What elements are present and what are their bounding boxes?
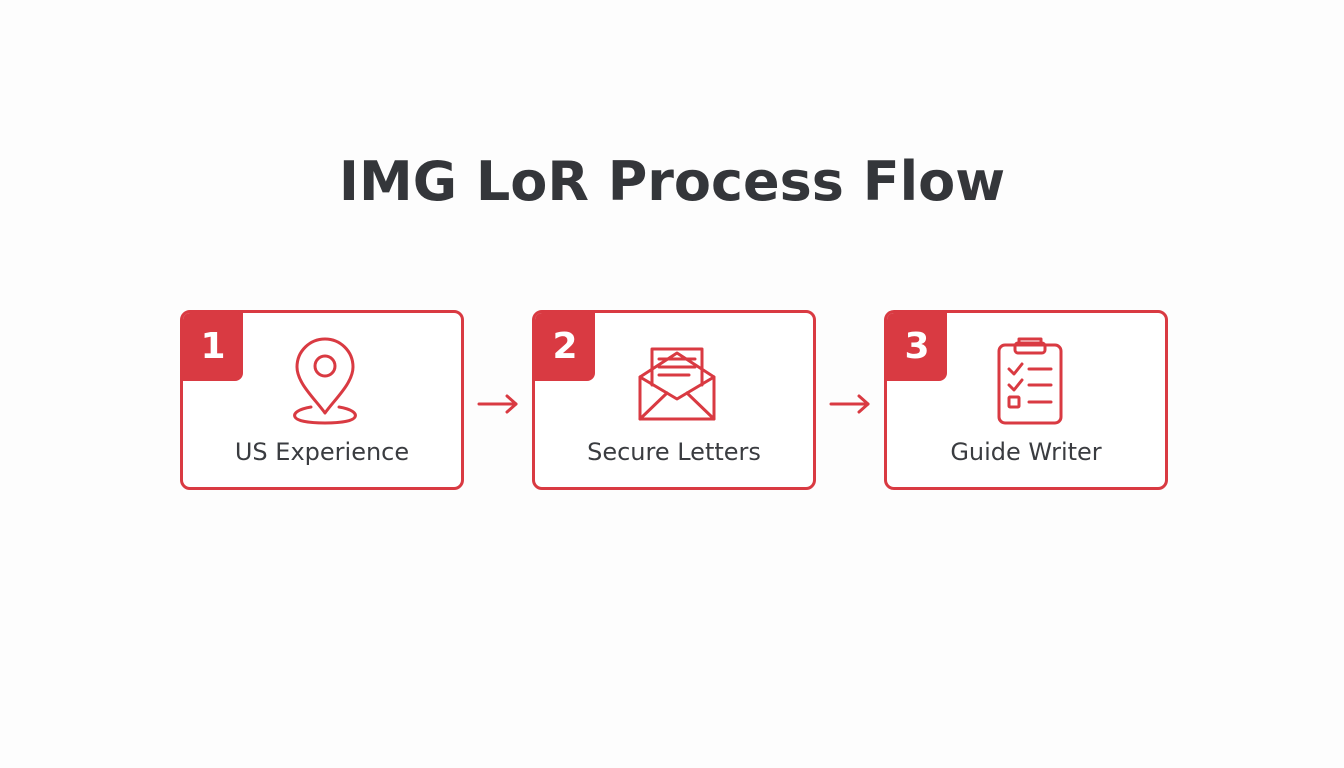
step-label: US Experience	[234, 438, 410, 466]
location-pin-icon	[285, 335, 365, 427]
step-card-us-experience: 1 US Experience	[180, 310, 464, 490]
arrow-right-icon	[828, 392, 872, 416]
envelope-letter-icon	[637, 335, 717, 427]
step-label: Guide Writer	[950, 438, 1102, 466]
step-label: Secure Letters	[587, 438, 761, 466]
clipboard-checklist-icon	[989, 335, 1069, 427]
step-number-badge: 3	[887, 313, 947, 381]
step-number-badge: 2	[535, 313, 595, 381]
arrow-right-icon	[476, 392, 520, 416]
step-number-badge: 1	[183, 313, 243, 381]
page-title: IMG LoR Process Flow	[338, 150, 1006, 213]
step-card-guide-writer: 3 Guide Writer	[884, 310, 1168, 490]
step-card-secure-letters: 2 Secure Letters	[532, 310, 816, 490]
